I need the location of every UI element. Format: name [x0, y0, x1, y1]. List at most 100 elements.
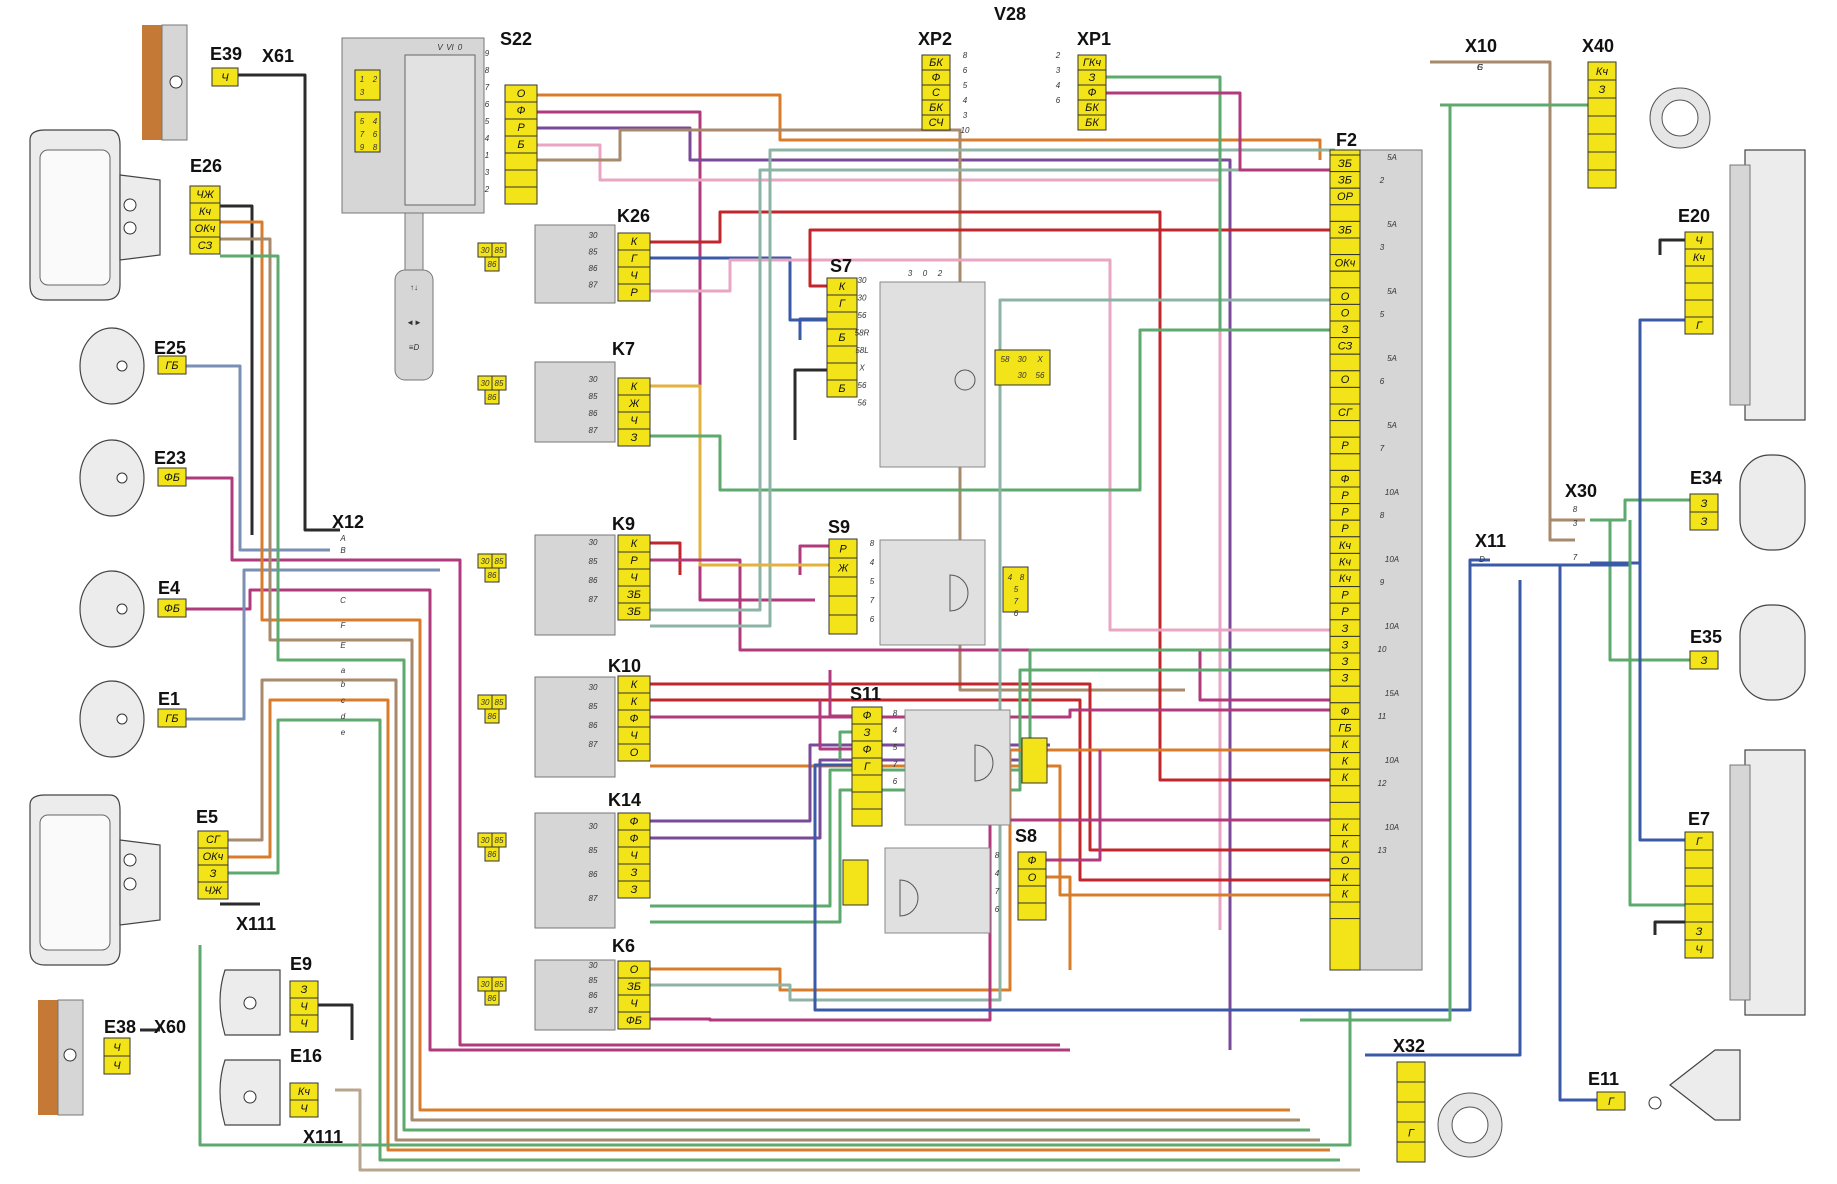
- label-e39: E39: [210, 44, 242, 64]
- connector-f2: ЗБЗБОРЗБОКчООЗСЗОСГРФРРРКчКчКчРРЗЗЗЗФГБК…: [1329, 154, 1361, 920]
- label-x30: X30: [1565, 481, 1597, 501]
- pin-number: 8: [870, 539, 875, 548]
- pin-wire-color: К: [1342, 839, 1349, 851]
- pin-number: 30: [481, 980, 490, 989]
- label-s7: S7: [830, 256, 852, 276]
- pin-wire-color: ОКч: [195, 223, 216, 235]
- pin-cell: [1684, 299, 1714, 318]
- pin-number: 85: [495, 379, 504, 388]
- pin-number: 86: [589, 991, 598, 1000]
- pin-cell: [1684, 903, 1714, 923]
- connector-x40: КчЗ: [1587, 61, 1617, 189]
- pin-number: a: [341, 666, 346, 675]
- pin-wire-color: Кч: [1339, 573, 1351, 585]
- lamp-E1-body: [79, 680, 145, 758]
- pin-cell: [1684, 282, 1714, 301]
- pin-wire-color: ЗБ: [627, 981, 641, 993]
- pin-wire-color: Г: [1696, 320, 1703, 332]
- pin-wire-color: СГ: [206, 834, 221, 846]
- pin-number: 85: [589, 976, 598, 985]
- pin-number: 6: [963, 66, 968, 75]
- label-k6: K6: [612, 936, 635, 956]
- label-x111-bottom: X111: [303, 1127, 343, 1147]
- pin-cell: [617, 1011, 651, 1030]
- pin-number: 4: [995, 869, 1000, 878]
- label-s22: S22: [500, 29, 532, 49]
- pin-number: 87: [589, 281, 598, 290]
- fuse-rating: 10A: [1385, 756, 1399, 765]
- pin-cell: [1684, 885, 1714, 905]
- pin-number: 30: [481, 557, 490, 566]
- pin-wire-color: ЗБ: [1338, 224, 1352, 236]
- pin-number: 85: [589, 392, 598, 401]
- pin-cell: [289, 1014, 319, 1033]
- pin-number: 9: [485, 49, 490, 58]
- pin-wire-color: К: [631, 538, 638, 550]
- pin-number: 30: [589, 538, 598, 547]
- pin-wire-color: Ф: [517, 105, 526, 117]
- side-repeater-E38-lens: [38, 1000, 58, 1115]
- fuse-number: 2: [1379, 176, 1385, 185]
- pin-number: 5: [1014, 585, 1019, 594]
- pin-number: 86: [488, 393, 497, 402]
- fuse-rating: 10A: [1385, 488, 1399, 497]
- pin-wire-color: Р: [517, 122, 525, 134]
- pin-wire-color: Ф: [630, 816, 639, 828]
- pin-wire-color: СЧ: [929, 117, 944, 129]
- pin-number: 85: [589, 702, 598, 711]
- fuse-rating: 5A: [1387, 354, 1397, 363]
- connector-e9: ЗЧЧ: [289, 980, 319, 1033]
- pin-number: 2: [372, 75, 378, 84]
- pin-number: 3: [908, 269, 913, 278]
- label-x40: X40: [1582, 36, 1614, 56]
- pin-number: 3: [1056, 66, 1061, 75]
- label-x11: X11: [1475, 531, 1506, 551]
- pin-wire-color: З: [1342, 656, 1349, 668]
- pin-cell: [1596, 1091, 1626, 1111]
- pin-wire-color: Р: [1341, 490, 1349, 502]
- pin-number: F: [341, 621, 347, 630]
- pin-cell: [1587, 151, 1617, 171]
- pin-number: 30: [481, 246, 490, 255]
- pin-wire-color: ФБ: [164, 472, 180, 484]
- pin-cell: [617, 743, 651, 762]
- pin-wire-color: О: [1341, 374, 1350, 386]
- fuse-rating: 5A: [1387, 421, 1397, 430]
- pin-cell: [1587, 115, 1617, 135]
- fuse-rating: 5A: [1387, 153, 1397, 162]
- pin-wire-color: Г: [839, 298, 846, 310]
- pin-wire-color: Ч: [300, 1018, 308, 1030]
- label-k7: K7: [612, 339, 635, 359]
- pin-number: 86: [488, 994, 497, 1003]
- pin-cell: [1684, 867, 1714, 887]
- connector-e4: ФБ: [157, 598, 187, 618]
- pin-cell: [617, 880, 651, 899]
- pin-wire-color: Б: [838, 332, 845, 344]
- pin-number: 4: [870, 558, 875, 567]
- pin-wire-color: Ч: [630, 415, 638, 427]
- side-repeater-E39-lens: [142, 25, 162, 140]
- wires: [140, 60, 1695, 1172]
- fuse-rating: 10A: [1385, 823, 1399, 832]
- pin-cell: [1329, 453, 1361, 471]
- label-e20: E20: [1678, 206, 1710, 226]
- pin-wire-color: К: [1342, 739, 1349, 751]
- pin-number: 6: [1056, 96, 1061, 105]
- pin-cell: [851, 774, 883, 793]
- pin-cell: [157, 355, 187, 375]
- pin-number: 87: [589, 595, 598, 604]
- pin-number: 58L: [855, 346, 868, 355]
- pin-number: 8: [1573, 505, 1578, 514]
- pin-cell: [1329, 901, 1361, 920]
- pin-number: 85: [495, 246, 504, 255]
- pin-number: d: [341, 712, 346, 721]
- x30-pin-numbers: 837: [1573, 505, 1578, 562]
- pin-cell: [617, 283, 651, 302]
